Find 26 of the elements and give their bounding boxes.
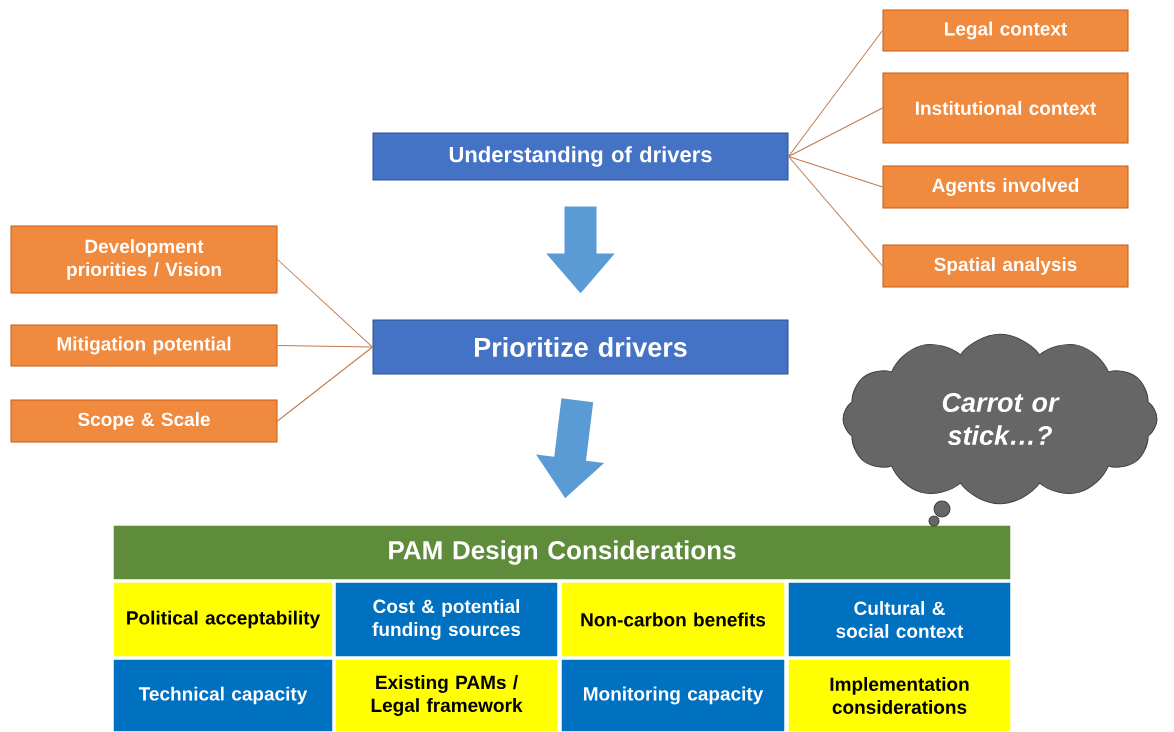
table-cell: Existing PAMs / Legal framework	[334, 658, 559, 732]
connector-line	[788, 30, 883, 157]
table-cell: Cultural & social context	[787, 581, 1012, 658]
topic-box: Legal context	[882, 9, 1129, 52]
topic-box: Development priorities / Vision	[10, 225, 278, 294]
topic-box: Spatial analysis	[882, 244, 1129, 288]
table-cell: Monitoring capacity	[560, 658, 786, 732]
table-cell: Technical capacity	[112, 658, 334, 732]
topic-box: Mitigation potential	[10, 324, 278, 367]
topic-box: Institutional context	[882, 72, 1129, 144]
table-header: PAM Design Considerations	[112, 524, 1012, 581]
thought-cloud: Carrot or stick…?	[842, 333, 1158, 505]
connector-line	[277, 345, 373, 348]
process-box: Understanding of drivers	[372, 132, 789, 181]
topic-box: Agents involved	[882, 165, 1129, 209]
table-cell: Political acceptability	[112, 581, 334, 658]
table-cell: Cost & potential funding sources	[334, 581, 559, 658]
connector-line	[277, 259, 373, 348]
topic-box: Scope & Scale	[10, 399, 278, 443]
connector-line	[788, 156, 883, 267]
table-cell: Non-carbon benefits	[560, 581, 786, 658]
process-box: Prioritize drivers	[372, 319, 789, 375]
connector-line	[277, 346, 373, 422]
connector-line	[788, 107, 883, 157]
table-cell: Implementation considerations	[787, 658, 1012, 732]
connector-line	[788, 156, 883, 188]
